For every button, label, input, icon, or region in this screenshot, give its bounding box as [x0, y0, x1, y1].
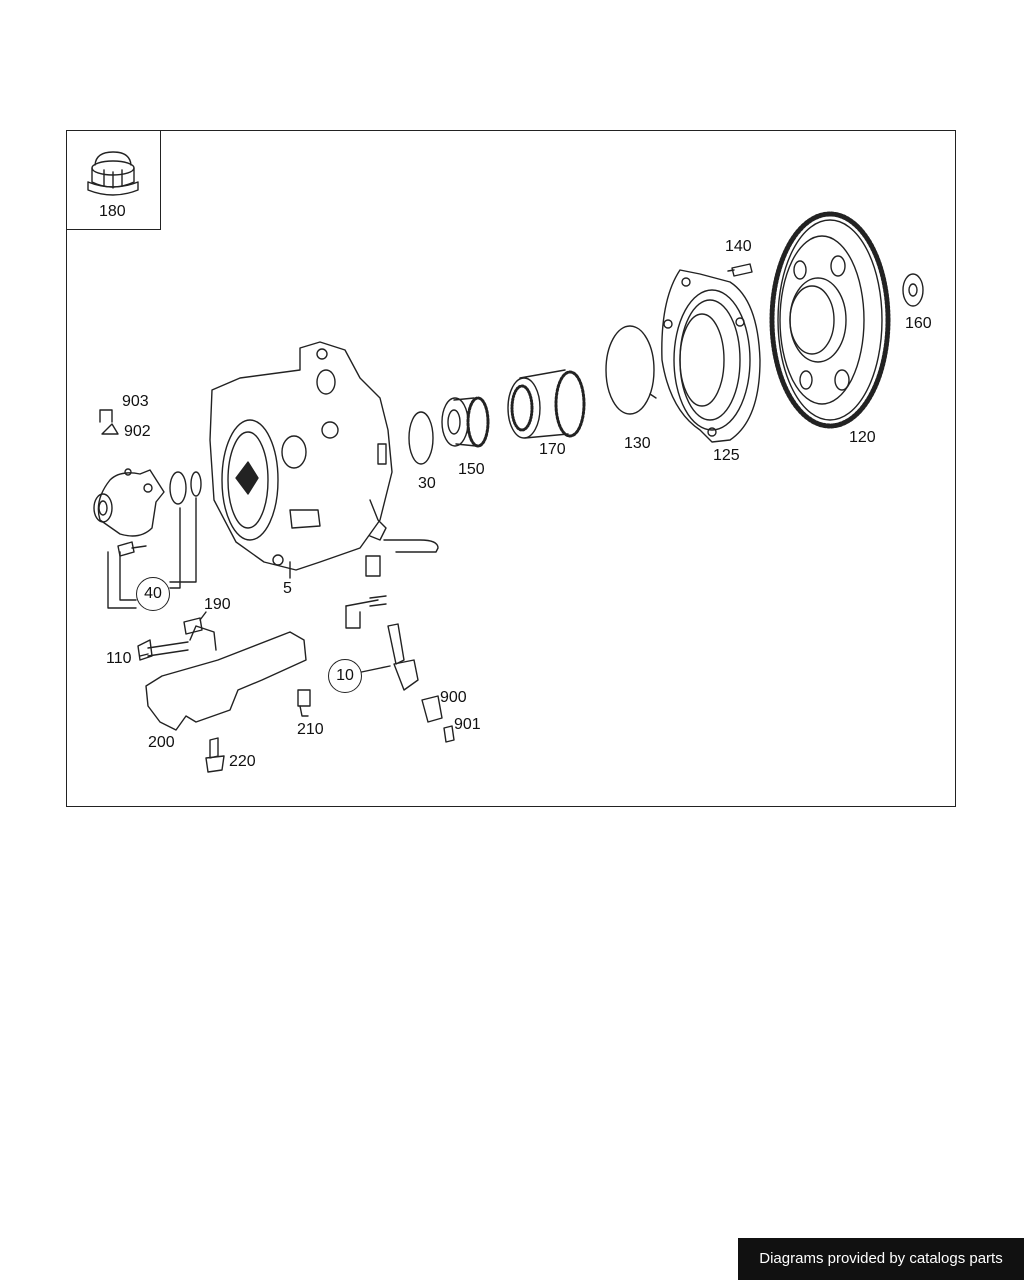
gear-120-drawing	[769, 211, 891, 429]
label-901: 901	[454, 716, 481, 733]
footer-banner: Diagrams provided by catalogs parts	[738, 1238, 1024, 1280]
valve-40-drawing	[93, 409, 202, 557]
label-110: 110	[106, 650, 132, 667]
label-180: 180	[99, 203, 126, 220]
diagram-frame	[66, 130, 956, 807]
label-40: 40	[136, 577, 170, 611]
label-903: 903	[122, 393, 149, 410]
label-125: 125	[713, 447, 740, 464]
o-ring-30-drawing	[408, 411, 434, 465]
label-900: 900	[440, 689, 467, 706]
label-120: 120	[849, 429, 876, 446]
bushing-150-drawing	[441, 396, 490, 448]
label-10: 10	[328, 659, 362, 693]
bearing-170-drawing	[507, 369, 586, 439]
label-160: 160	[905, 315, 932, 332]
sensor-10-drawing	[345, 595, 455, 743]
label-220: 220	[229, 753, 256, 770]
label-130: 130	[624, 435, 651, 452]
label-150: 150	[458, 461, 485, 478]
label-902: 902	[124, 423, 151, 440]
label-200: 200	[148, 734, 175, 751]
label-5: 5	[283, 580, 292, 597]
washer-160-drawing	[902, 273, 924, 307]
flange-125-drawing	[661, 269, 761, 443]
label-140: 140	[725, 238, 752, 255]
label-190: 190	[204, 596, 231, 613]
leaders	[139, 561, 291, 657]
label-30: 30	[418, 475, 436, 492]
circlip-130-drawing	[605, 325, 657, 415]
label-210: 210	[297, 721, 324, 738]
bracket-200-drawing	[137, 617, 311, 773]
pump-5-drawing	[209, 341, 439, 577]
cap-nut-180-drawing	[87, 151, 139, 196]
leaders-40	[107, 497, 197, 609]
bolt-140-drawing	[727, 263, 753, 277]
label-170: 170	[539, 441, 566, 458]
